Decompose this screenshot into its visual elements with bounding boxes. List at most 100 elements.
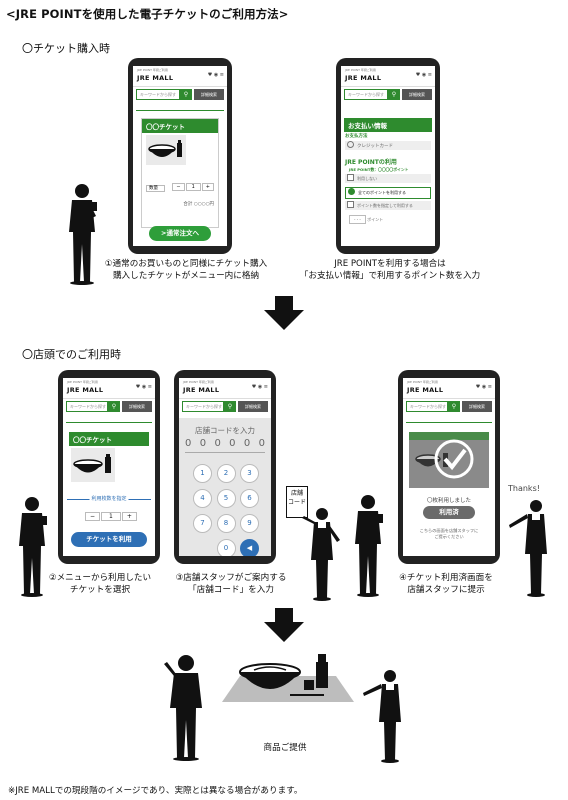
payment-header: お支払い情報 bbox=[344, 118, 432, 132]
radio-selected-icon[interactable] bbox=[348, 188, 355, 195]
logo-subtext: JRE POINT 年間ご利用 bbox=[137, 68, 168, 72]
detail-search-button[interactable]: 詳細検索 bbox=[194, 89, 224, 100]
key-1[interactable]: 1 bbox=[193, 464, 212, 483]
key-2[interactable]: 2 bbox=[216, 464, 236, 483]
ticket-title: 〇〇チケット bbox=[69, 432, 149, 446]
use-count-stepper[interactable]: − 1 + bbox=[85, 512, 137, 521]
key-0[interactable]: 0 bbox=[216, 539, 236, 556]
jre-point-heading: JRE POINTの利用 bbox=[345, 159, 397, 166]
search-icon[interactable]: ⚲ bbox=[180, 89, 192, 100]
search-bar: キーワードから探す ⚲ 詳細検索 bbox=[406, 401, 492, 412]
radio-icon[interactable] bbox=[347, 141, 354, 148]
search-input[interactable]: キーワードから探す bbox=[406, 401, 448, 412]
points-balance: JRE POINT数：〇〇〇〇ポイント bbox=[349, 167, 409, 172]
search-bar: キーワードから探す ⚲ 詳細検索 bbox=[182, 401, 268, 412]
ramen-bowl-icon bbox=[239, 663, 301, 689]
qty-stepper[interactable]: − 1 + bbox=[172, 183, 214, 191]
use-count-label: 利用枚数を指定 bbox=[89, 496, 129, 502]
key-4[interactable]: 4 bbox=[193, 489, 212, 508]
search-input[interactable]: キーワードから探す bbox=[136, 89, 180, 100]
thanks-text: Thanks! bbox=[508, 484, 540, 493]
use-ticket-button[interactable]: チケットを利用 bbox=[71, 532, 147, 547]
option-none[interactable]: 利用しない bbox=[345, 174, 431, 183]
used-count-text: 〇枚利用しました bbox=[426, 498, 471, 504]
order-button[interactable]: >通常注文へ bbox=[149, 226, 211, 241]
section-purchase: 〇チケット購入時 bbox=[22, 42, 110, 55]
code-prompt: 店舗コードを入力 bbox=[195, 426, 255, 435]
jre-mall-logo: JRE MALL bbox=[137, 74, 174, 82]
code-digit: 0 bbox=[199, 438, 207, 449]
search-icon[interactable]: ⚲ bbox=[448, 401, 460, 412]
points-input[interactable]: - - - bbox=[349, 215, 366, 224]
customer-figure bbox=[69, 184, 97, 285]
search-icon[interactable]: ⚲ bbox=[388, 89, 400, 100]
phone-ticket-used: JRE POINT 年間ご利用 JRE MALL ♥ ◉ ≡ キーワードから探す… bbox=[398, 370, 500, 564]
checkmark-icon bbox=[434, 439, 474, 479]
code-digit: 0 bbox=[243, 438, 251, 449]
logo-subtext: JRE POINT 年間ご利用 bbox=[345, 68, 376, 72]
header-icons[interactable]: ♥ ◉ ≡ bbox=[135, 384, 152, 390]
credit-card-option[interactable]: クレジットカード bbox=[345, 141, 431, 150]
phone-code-input: JRE POINT 年間ご利用 JRE MALL ♥ ◉ ≡ キーワードから探す… bbox=[174, 370, 276, 564]
header-icons[interactable]: ♥ ◉ ≡ bbox=[475, 384, 492, 390]
phone-purchase: JRE POINT 年間ご利用 JRE MALL ♥ ◉ ≡ キーワードから探す… bbox=[128, 58, 232, 254]
key-3[interactable]: 3 bbox=[240, 464, 259, 483]
jre-mall-logo: JRE MALL bbox=[407, 386, 444, 394]
footnote: ※JRE MALLでの現段階のイメージであり、実際とは異なる場合があります。 bbox=[8, 786, 303, 796]
header-icons[interactable]: ♥ ◉ ≡ bbox=[415, 72, 432, 78]
detail-search-button[interactable]: 詳細検索 bbox=[462, 401, 492, 412]
jre-mall-logo: JRE MALL bbox=[183, 386, 220, 394]
key-9[interactable]: 9 bbox=[240, 514, 259, 533]
key-5[interactable]: 5 bbox=[216, 489, 236, 508]
detail-search-button[interactable]: 詳細検索 bbox=[122, 401, 152, 412]
plus-button[interactable]: + bbox=[121, 512, 137, 521]
sake-bottle-icon bbox=[304, 654, 328, 690]
header-icons[interactable]: ♥ ◉ ≡ bbox=[251, 384, 268, 390]
key-8[interactable]: 8 bbox=[216, 514, 236, 533]
search-bar: キーワードから探す ⚲ 詳細検索 bbox=[344, 89, 432, 100]
qty-value: 1 bbox=[101, 512, 121, 521]
phone-ticket-select: JRE POINT 年間ご利用 JRE MALL ♥ ◉ ≡ キーワードから探す… bbox=[58, 370, 160, 564]
staff-figure bbox=[302, 508, 340, 601]
customer-figure bbox=[19, 497, 47, 597]
search-bar: キーワードから探す ⚲ 詳細検索 bbox=[66, 401, 152, 412]
key-7[interactable]: 7 bbox=[193, 514, 212, 533]
checkbox-icon[interactable] bbox=[347, 174, 354, 181]
search-icon[interactable]: ⚲ bbox=[224, 401, 236, 412]
step1b-caption: JRE POINTを利用する場合は 「お支払い情報」で利用するポイント数を入力 bbox=[299, 259, 481, 281]
search-input[interactable]: キーワードから探す bbox=[182, 401, 224, 412]
food-tray bbox=[222, 654, 354, 702]
option-partial[interactable]: ポイント数を指定して利用する bbox=[345, 201, 431, 210]
qty-label: 数量 bbox=[146, 185, 165, 192]
logo-subtext: JRE POINT 年間ご利用 bbox=[407, 380, 438, 384]
use-count-row: 利用枚数を指定 bbox=[67, 496, 151, 502]
checkbox-icon[interactable] bbox=[347, 201, 354, 208]
search-input[interactable]: キーワードから探す bbox=[344, 89, 388, 100]
phone-payment: JRE POINT 年間ご利用 JRE MALL ♥ ◉ ≡ キーワードから探す… bbox=[336, 58, 440, 254]
backspace-icon[interactable]: ◀ bbox=[240, 539, 259, 556]
code-digit: 0 bbox=[185, 438, 192, 449]
code-digit: 0 bbox=[214, 438, 221, 449]
search-input[interactable]: キーワードから探す bbox=[66, 401, 108, 412]
detail-search-button[interactable]: 詳細検索 bbox=[238, 401, 268, 412]
option-all-points[interactable]: 全てのポイントを利用する bbox=[345, 187, 431, 199]
section-store: 〇店頭でのご利用時 bbox=[22, 348, 121, 361]
ramen-bowl-icon bbox=[73, 454, 111, 473]
keypad: 1 2 3 4 5 6 7 8 9 0 ◀ bbox=[193, 464, 259, 556]
minus-button[interactable]: − bbox=[85, 512, 101, 521]
step1-caption: ①通常のお買いものと同様にチケット購入 購入したチケットがメニュー内に格納 bbox=[104, 259, 268, 281]
search-icon[interactable]: ⚲ bbox=[108, 401, 120, 412]
header-icons[interactable]: ♥ ◉ ≡ bbox=[207, 72, 224, 78]
store-code-sign: 店舗 コード bbox=[286, 486, 308, 518]
logo-subtext: JRE POINT 年間ご利用 bbox=[67, 380, 98, 384]
step4-caption: ④チケット利用済画面を 店舗スタッフに提示 bbox=[399, 573, 493, 595]
ticket-title: 〇〇チケット bbox=[142, 119, 218, 133]
detail-search-button[interactable]: 詳細検索 bbox=[402, 89, 432, 100]
key-6[interactable]: 6 bbox=[240, 489, 259, 508]
total-text: 合計 ○○○○円 bbox=[183, 202, 214, 207]
down-arrow-icon bbox=[264, 296, 304, 330]
used-button: 利用済 bbox=[423, 506, 475, 519]
show-staff-notice: こちらの画面を店舗スタッフに ご提示ください bbox=[419, 528, 479, 539]
jre-mall-logo: JRE MALL bbox=[345, 74, 382, 82]
jre-mall-logo: JRE MALL bbox=[67, 386, 104, 394]
